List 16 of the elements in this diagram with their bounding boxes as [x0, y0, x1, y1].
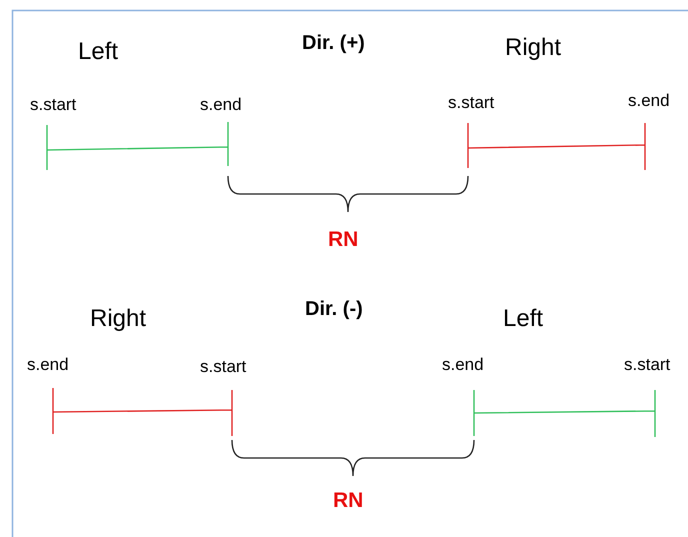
- heading: Left: [78, 38, 118, 66]
- direction-heading: Dir. (-): [305, 298, 363, 321]
- point-label: s.start: [200, 357, 246, 377]
- point-label: s.start: [624, 355, 670, 375]
- point-label: s.end: [628, 91, 670, 111]
- direction-heading: Dir. (+): [302, 32, 365, 55]
- gap-label: RN: [328, 228, 358, 252]
- gap-label: RN: [333, 489, 364, 514]
- heading: Right: [505, 34, 562, 62]
- point-label: s.start: [448, 93, 494, 113]
- heading: Left: [503, 305, 544, 333]
- point-label: s.end: [200, 95, 242, 115]
- heading: Right: [90, 305, 146, 333]
- point-label: s.end: [27, 355, 69, 375]
- point-label: s.start: [30, 95, 76, 115]
- point-label: s.end: [442, 355, 484, 375]
